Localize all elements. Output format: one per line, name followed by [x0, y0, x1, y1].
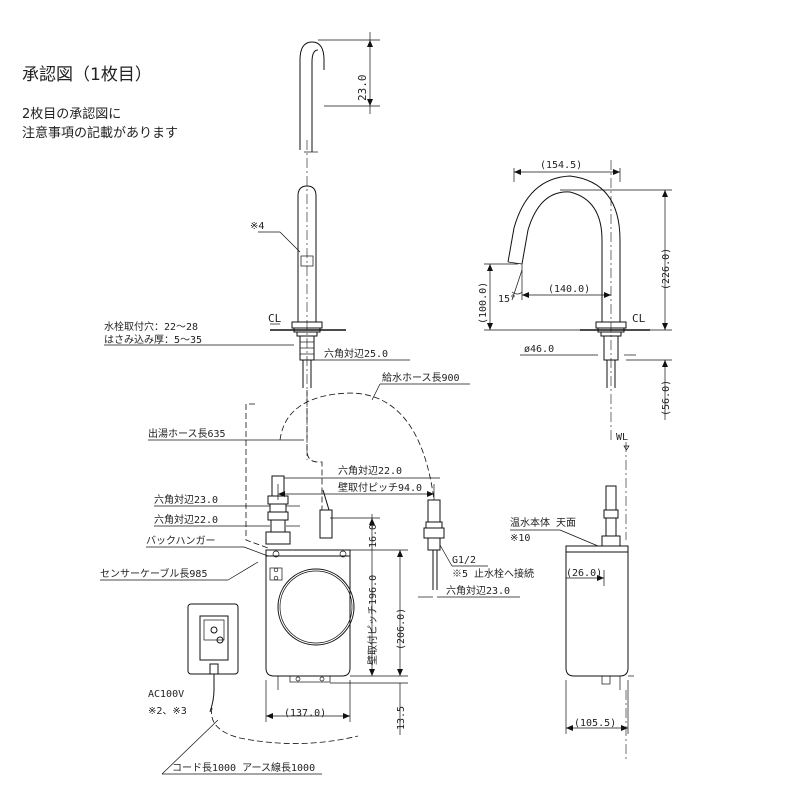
heater-front-view [265, 475, 445, 690]
note-4-label: ※4 [250, 221, 264, 232]
note-line-2: 注意事項の記載があります [22, 125, 178, 141]
sensor-cable-label: センサーケーブル長985 [100, 567, 207, 580]
dim-26: (26.0) [566, 568, 602, 579]
hex22b-label: 六角対辺22.0 [154, 513, 218, 526]
faucet-side-view: CL (154.5) (226.0) (100.0) (140.0) 15° [478, 160, 672, 440]
cl-label-right: CL [632, 312, 646, 325]
hex25-label: 六角対辺25.0 [324, 347, 388, 360]
hex23b-label: 六角対辺23.0 [446, 584, 510, 597]
wl-label: WL [616, 432, 628, 443]
supply-hose-label: 給水ホース長900 [382, 371, 460, 384]
heater-callouts: 六角対辺22.0 壁取付ピッチ94.0 六角対辺23.0 六角対辺22.0 バッ… [100, 464, 534, 735]
power-plug: AC100V ※2、※3 コード長1000 アース線長1000 [148, 603, 359, 775]
ac100v-label: AC100V [148, 689, 184, 700]
dim-226: (226.0) [661, 248, 672, 290]
drawing-title: 承認図（1枚目） [22, 65, 152, 85]
wall-pitch-94-label: 壁取付ピッチ94.0 [338, 481, 422, 494]
dim-137: (137.0) [284, 708, 326, 719]
spout-top-view: 23.0 [299, 32, 380, 153]
note-5-label: ※5 止水栓へ接続 [452, 567, 534, 580]
faucet-front-view: CL ※4 水栓取付穴：22～28 はさみ込み厚：5～35 六角対辺25.0 [104, 140, 410, 460]
heater-top-label: 温水本体 天面 [510, 516, 576, 529]
cl-label-left: CL [268, 312, 282, 325]
note-line-1: 2枚目の承認図に [22, 106, 121, 122]
dim-56: (56.0) [661, 380, 672, 416]
dim-16: 16.0 [368, 524, 379, 548]
mount-hole-label: 水栓取付穴：22～28 [104, 320, 198, 333]
dim-100: (100.0) [478, 282, 489, 324]
heater-side-view: WL 温水本体 天面 ※10 (26.0) (105.5) [510, 432, 634, 760]
outlet-hose-label: 出湯ホース長635 [148, 427, 226, 440]
note-2-3-label: ※2、※3 [148, 706, 187, 717]
angle-15: 15° [498, 294, 516, 305]
dim-105-5: (105.5) [574, 718, 616, 729]
dim-196-wall-pitch: 壁取付ピッチ196.0 [366, 575, 379, 665]
hex22a-label: 六角対辺22.0 [338, 464, 402, 477]
dim-46: ø46.0 [524, 344, 554, 355]
hoses: 給水ホース長900 出湯ホース長635 [148, 371, 470, 549]
dim-154-5: (154.5) [540, 160, 582, 171]
note-10-label: ※10 [510, 533, 530, 544]
g12-label: G1/2 [452, 555, 476, 566]
clamp-thickness-label: はさみ込み厚：5～35 [104, 334, 202, 346]
hex23a-label: 六角対辺23.0 [154, 493, 218, 506]
dim-206: (206.0) [396, 608, 407, 650]
back-hanger-label: バックハンガー [146, 535, 216, 547]
dim-13-5: 13.5 [396, 706, 407, 730]
dim-140: (140.0) [548, 284, 590, 295]
dim-23: 23.0 [356, 75, 369, 102]
cord-length-label: コード長1000 アース線長1000 [172, 761, 315, 774]
